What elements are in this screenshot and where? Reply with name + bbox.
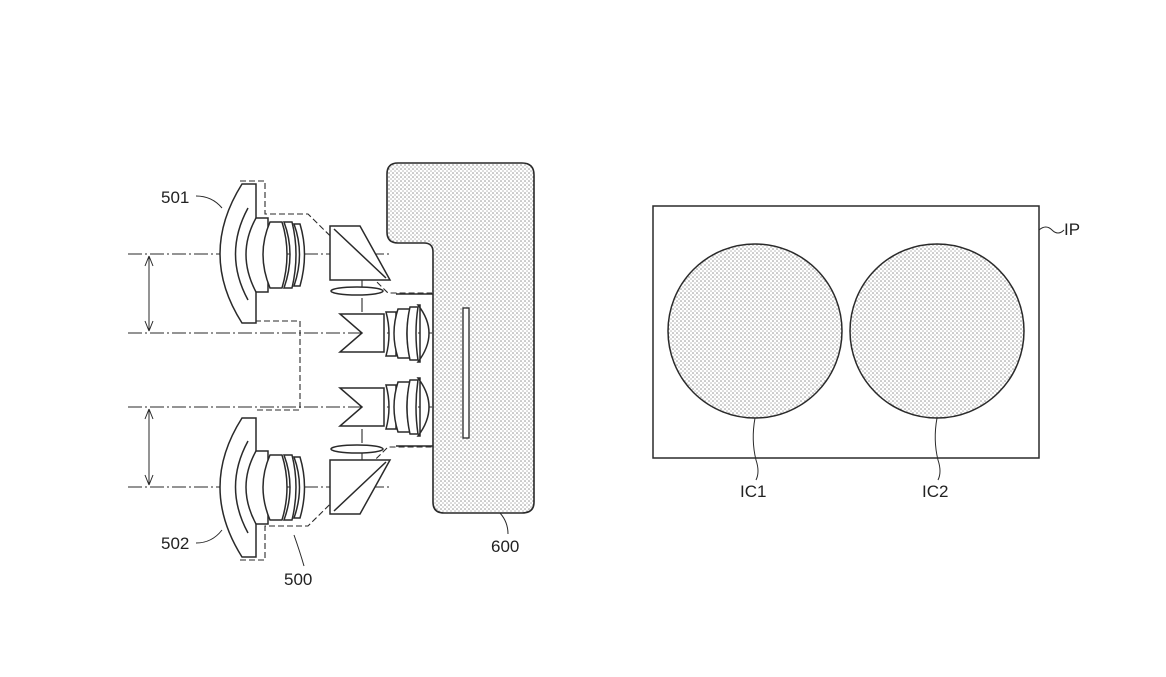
optical-axes: [128, 253, 432, 488]
label-502: 502: [161, 534, 189, 553]
label-ip: IP: [1064, 220, 1080, 239]
label-501: 501: [161, 188, 189, 207]
prism-upper: [329, 225, 392, 353]
label-600: 600: [491, 537, 519, 556]
rear-lens-group-upper: [385, 304, 430, 363]
leader-lines: [195, 195, 509, 567]
rear-lens-group-lower: [385, 377, 430, 437]
leader-ip: [1038, 226, 1065, 234]
image-plane-diagram: IC1 IC2 IP: [652, 205, 1080, 501]
mount: [396, 293, 433, 447]
prism-lower: [329, 387, 392, 515]
baseline-dimension-arrows: [144, 255, 154, 486]
image-circle-ic1: [667, 243, 843, 419]
image-sensor: [462, 307, 470, 439]
stereo-camera-diagram: 501 502 500 600: [128, 162, 535, 589]
front-lens-group-501: [219, 183, 306, 324]
front-lens-group-502: [219, 417, 306, 558]
label-500: 500: [284, 570, 312, 589]
lens-unit-housing: [240, 180, 432, 561]
image-circle-ic2: [849, 243, 1025, 419]
leader-ic1: [752, 417, 759, 481]
leader-ic2: [934, 417, 941, 481]
label-ic2: IC2: [922, 482, 948, 501]
camera-body-600: [386, 162, 535, 514]
label-ic1: IC1: [740, 482, 766, 501]
